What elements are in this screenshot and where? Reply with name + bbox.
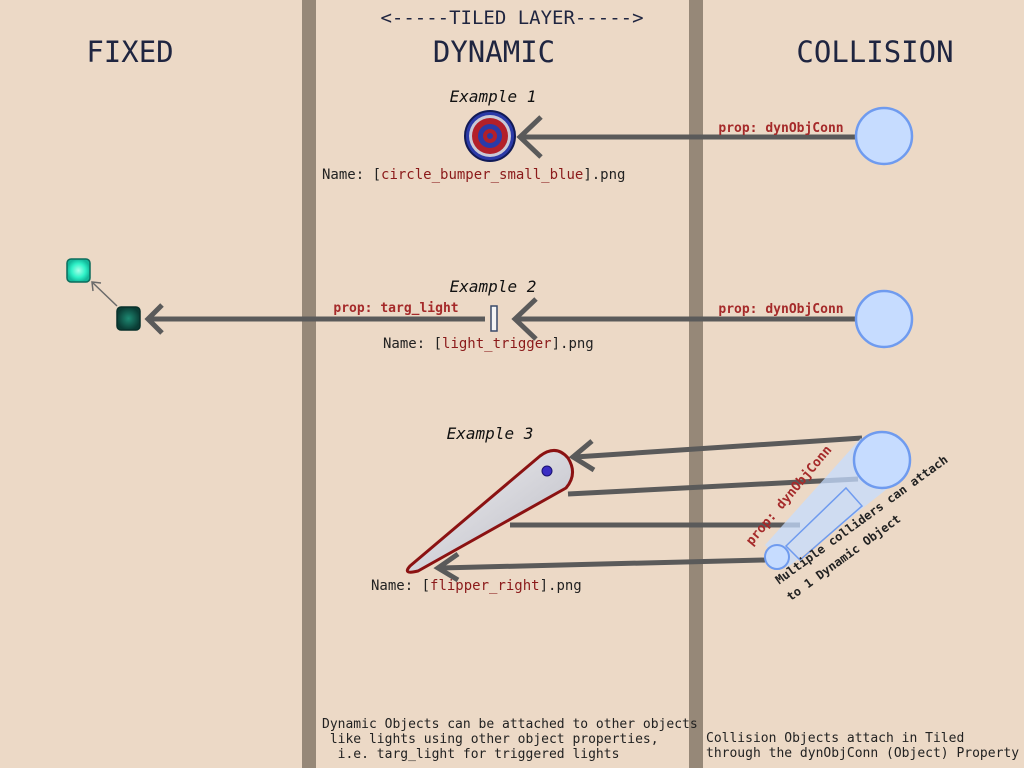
example-2-title: Example 2 — [450, 277, 537, 296]
dynamic-column-header: DYNAMIC — [433, 35, 555, 69]
example-1-name-suffix: ].png — [583, 167, 625, 183]
fixed-column-header: FIXED — [86, 35, 173, 69]
example-1-name-file: circle_bumper_small_blue — [381, 167, 583, 183]
example-3-arrow-1-head — [568, 439, 596, 473]
flipper-pivot-icon — [541, 465, 553, 477]
circle-bumper-icon — [464, 110, 516, 162]
example-3-arrow-4-shaft — [439, 557, 766, 571]
dynamic-footer-line-1: Dynamic Objects can be attached to other… — [322, 717, 698, 732]
example-2-fixed-prop: prop: targ_light — [333, 301, 458, 316]
example-1-collision-prop: prop: dynObjConn — [718, 121, 843, 136]
collision-footer-line-1: Collision Objects attach in Tiled — [706, 731, 964, 746]
example-2-collider-arrow-head — [511, 297, 538, 341]
example-1-collider-icon — [854, 106, 914, 166]
example-1-name: Name: [circle_bumper_small_blue].png — [322, 167, 625, 183]
collision-footer-note: Collision Objects attach in Tiled throug… — [706, 731, 1019, 761]
tiled-layer-header: <-----TILED LAYER-----> — [380, 7, 643, 29]
example-1-name-prefix: Name: [ — [322, 167, 381, 183]
example-2-light-arrow-head — [144, 303, 164, 335]
example-3-name: Name: [flipper_right].png — [371, 578, 582, 594]
light-link-arrow-head — [91, 281, 102, 292]
dynamic-footer-note: Dynamic Objects can be attached to other… — [322, 717, 698, 762]
example-3: Example 3 prop: dynObjConn Multiple coll… — [371, 424, 951, 604]
dynamic-footer-line-2: like lights using other object propertie… — [322, 732, 659, 747]
example-3-name-suffix: ].png — [540, 578, 582, 594]
divider-right — [689, 0, 703, 768]
dynamic-footer-line-3: i.e. targ_light for triggered lights — [322, 747, 619, 762]
example-2-name-suffix: ].png — [552, 336, 594, 352]
example-2: Example 2 prop: dynObjConn prop: targ_li… — [66, 258, 914, 352]
example-1-title: Example 1 — [450, 87, 537, 106]
collision-footer-line-2: through the dynObjConn (Object) Property — [706, 746, 1019, 761]
light-on-icon — [66, 258, 91, 283]
example-3-arrow-4-head — [433, 551, 460, 583]
flipper-icon — [405, 449, 574, 574]
example-3-name-file: flipper_right — [430, 578, 540, 594]
example-3-name-prefix: Name: [ — [371, 578, 430, 594]
example-2-name: Name: [light_trigger].png — [383, 336, 594, 352]
example-2-collider-icon — [854, 289, 914, 349]
example-1-arrow-head — [516, 115, 543, 159]
example-3-arrow-1-shaft — [574, 435, 863, 460]
light-link-line — [92, 282, 118, 307]
collision-column-header: COLLISION — [796, 35, 953, 69]
example-3-arrow-2-shaft — [567, 476, 859, 497]
example-2-collision-prop: prop: dynObjConn — [718, 302, 843, 317]
light-trigger-icon — [490, 305, 498, 332]
capsule-collider-icon — [764, 430, 912, 570]
divider-left — [302, 0, 316, 768]
example-2-name-file: light_trigger — [442, 336, 552, 352]
light-off-icon — [116, 306, 141, 331]
example-2-name-prefix: Name: [ — [383, 336, 442, 352]
example-1: Example 1 prop: dynObjConn Name: [circle… — [322, 87, 914, 183]
example-3-title: Example 3 — [447, 424, 534, 443]
